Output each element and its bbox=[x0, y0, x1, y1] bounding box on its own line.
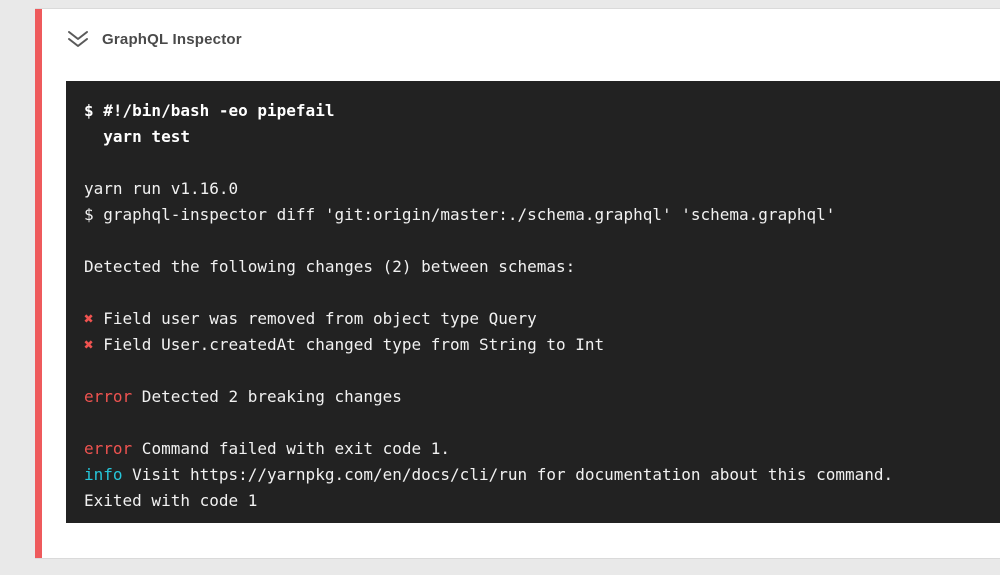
terminal: $ #!/bin/bash -eo pipefail yarn test yar… bbox=[66, 81, 1000, 523]
terminal-line: yarn run v1.16.0 bbox=[84, 179, 239, 198]
terminal-line: Detected the following changes (2) betwe… bbox=[84, 257, 576, 276]
terminal-line bbox=[84, 358, 992, 384]
terminal-line: Exited with code 1 bbox=[84, 491, 258, 510]
terminal-line: yarn test bbox=[84, 127, 190, 146]
terminal-line bbox=[84, 228, 992, 254]
terminal-line: error Detected 2 breaking changes bbox=[84, 387, 402, 406]
step-title: GraphQL Inspector bbox=[102, 30, 242, 48]
terminal-line: info Visit https://yarnpkg.com/en/docs/c… bbox=[84, 465, 894, 484]
terminal-line bbox=[84, 150, 992, 176]
step-header[interactable]: GraphQL Inspector bbox=[35, 9, 1000, 49]
terminal-line bbox=[84, 410, 992, 436]
terminal-line bbox=[84, 280, 992, 306]
terminal-line: error Command failed with exit code 1. bbox=[84, 439, 451, 458]
double-chevron-down-icon[interactable] bbox=[67, 29, 89, 49]
terminal-body: $ #!/bin/bash -eo pipefail yarn test yar… bbox=[84, 98, 992, 514]
terminal-line: ✖ Field user was removed from object typ… bbox=[84, 309, 537, 328]
terminal-line: ✖ Field User.createdAt changed type from… bbox=[84, 335, 605, 354]
terminal-line: $ #!/bin/bash -eo pipefail bbox=[84, 101, 335, 120]
terminal-line: $ graphql-inspector diff 'git:origin/mas… bbox=[84, 205, 836, 224]
card-accent-failure-stripe bbox=[35, 9, 42, 558]
